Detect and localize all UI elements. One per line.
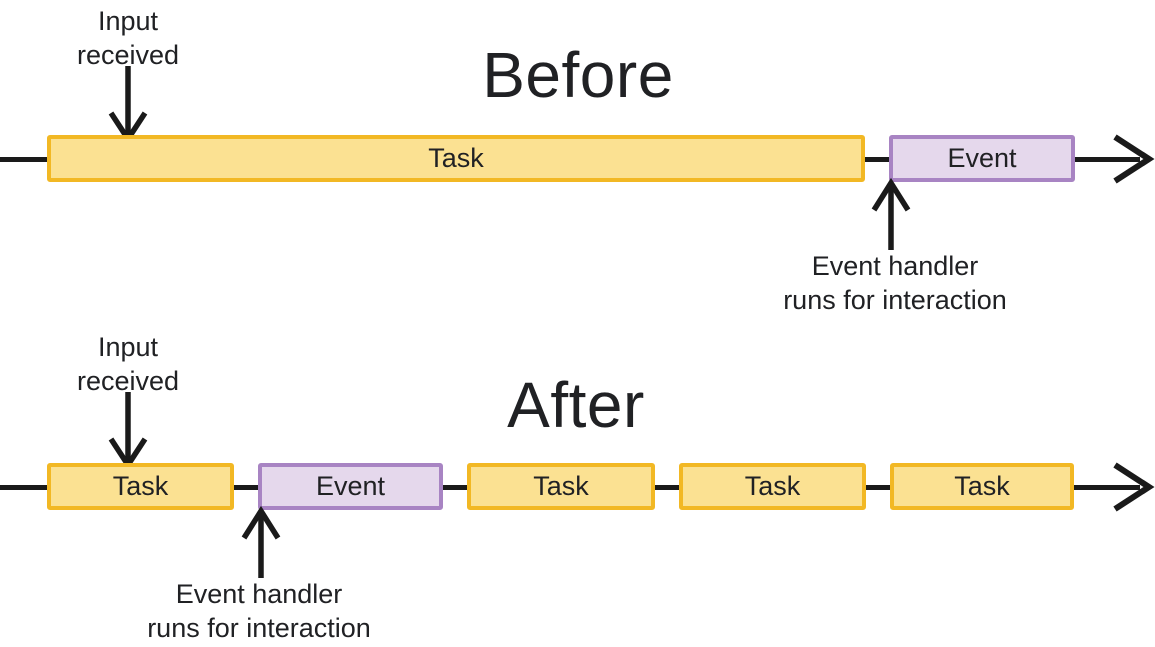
input-arrow-icon	[108, 66, 148, 145]
input-received-label: Input received	[76, 332, 180, 396]
task-box: Task	[890, 463, 1074, 510]
event-box: Event	[258, 463, 443, 510]
input-arrow-icon	[108, 392, 148, 471]
event-handler-arrow-icon	[871, 177, 911, 250]
task-bar: Task	[47, 135, 865, 182]
timeline-arrowhead-icon	[1113, 462, 1155, 512]
event-handler-label: Event handler runs for interaction	[147, 579, 371, 643]
task-label: Task	[954, 471, 1010, 501]
event-label: Event	[947, 143, 1017, 173]
event-label: Event	[315, 471, 386, 501]
input-received-label: Input received	[76, 6, 180, 70]
task-label: Task	[533, 471, 589, 501]
before-section-title: Before	[482, 39, 674, 111]
task-box: Task	[679, 463, 866, 510]
after-section-title: After	[507, 369, 645, 441]
task-box: Task	[47, 463, 234, 510]
event-handler-arrow-icon	[241, 505, 281, 578]
task-box: Task	[467, 463, 655, 510]
task-label: Task	[428, 143, 484, 173]
task-label: Task	[744, 471, 801, 501]
event-handler-label: Event handler runs for interaction	[783, 251, 1007, 315]
timeline-arrowhead-icon	[1113, 134, 1155, 184]
event-box: Event	[889, 135, 1075, 182]
task-label: Task	[112, 471, 169, 501]
